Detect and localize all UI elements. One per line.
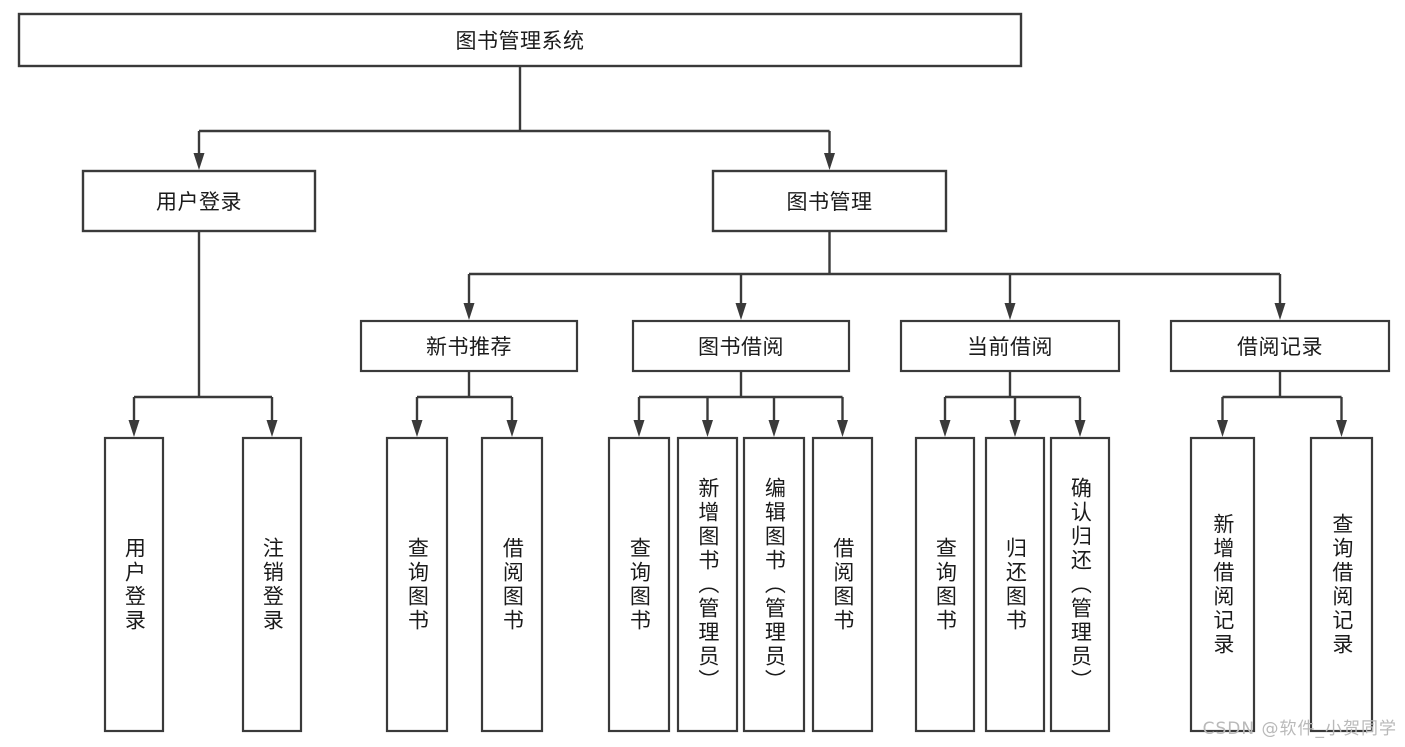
node-box-book-manage[interactable] (711, 169, 948, 233)
node-box-new-book-recommend[interactable] (359, 319, 579, 373)
node-label-book-borrow: 图书借阅 (698, 335, 784, 359)
node-box-book-borrow[interactable] (631, 319, 851, 373)
node-label-new-book-recommend: 新书推荐 (426, 335, 512, 359)
node-box-leaf-query-book-borrow[interactable] (607, 436, 671, 733)
node-label-root: 图书管理系统 (456, 29, 585, 53)
node-label-book-manage: 图书管理 (787, 190, 873, 214)
node-label-current-borrow: 当前借阅 (967, 335, 1053, 359)
node-box-leaf-user-logout[interactable] (241, 436, 303, 733)
node-box-leaf-user-login[interactable] (103, 436, 165, 733)
node-box-leaf-edit-book[interactable] (742, 436, 806, 733)
node-box-leaf-borrow-book[interactable] (811, 436, 874, 733)
node-box-borrow-record[interactable] (1169, 319, 1391, 373)
node-box-leaf-borrow-book-recommend[interactable] (480, 436, 544, 733)
node-box-leaf-add-book[interactable] (676, 436, 739, 733)
node-box-leaf-add-borrow-record[interactable] (1189, 436, 1256, 733)
node-box-leaf-return-book[interactable] (984, 436, 1046, 733)
node-boxes-group (17, 12, 1391, 733)
node-label-borrow-record: 借阅记录 (1237, 335, 1323, 359)
connector-lines-group (128, 67, 1347, 437)
node-box-leaf-query-book-recommend[interactable] (385, 436, 449, 733)
node-box-root[interactable] (17, 12, 1023, 68)
node-label-user-login: 用户登录 (156, 190, 242, 214)
node-box-leaf-confirm-return[interactable] (1049, 436, 1111, 733)
node-box-leaf-query-borrow-record[interactable] (1309, 436, 1374, 733)
csdn-watermark: CSDN @软件_小贺同学 (1202, 719, 1397, 739)
node-box-leaf-query-book-current[interactable] (914, 436, 976, 733)
node-box-user-login[interactable] (81, 169, 317, 233)
node-box-current-borrow[interactable] (899, 319, 1121, 373)
